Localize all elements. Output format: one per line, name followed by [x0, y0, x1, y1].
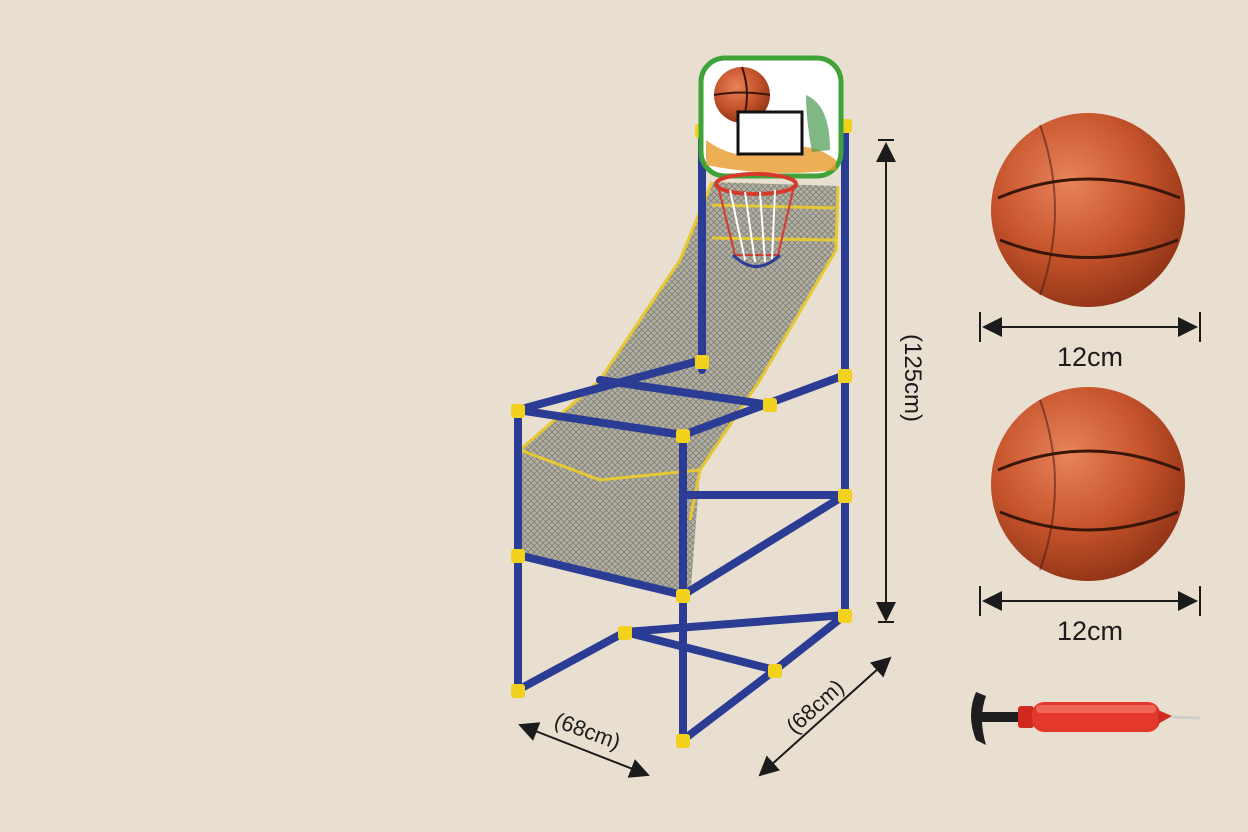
height-dimension: (125cm) — [876, 139, 926, 623]
ball-bottom-dimension: 12cm — [979, 586, 1201, 646]
ball-top-dimension: 12cm — [979, 312, 1201, 372]
height-label: (125cm) — [899, 334, 926, 422]
hoop — [714, 172, 798, 268]
depth-dimension: (68cm) — [518, 708, 650, 778]
hand-pump-icon — [971, 692, 1201, 745]
basketball-arcade-stand-icon — [511, 55, 852, 748]
basketball-icon — [991, 387, 1185, 581]
ball-top-label: 12cm — [1057, 342, 1123, 372]
depth-label: (68cm) — [551, 708, 624, 755]
backboard-icon — [698, 55, 844, 179]
basketball-icon — [991, 113, 1185, 307]
ball-bottom-label: 12cm — [1057, 616, 1123, 646]
width-label: (68cm) — [781, 674, 849, 738]
